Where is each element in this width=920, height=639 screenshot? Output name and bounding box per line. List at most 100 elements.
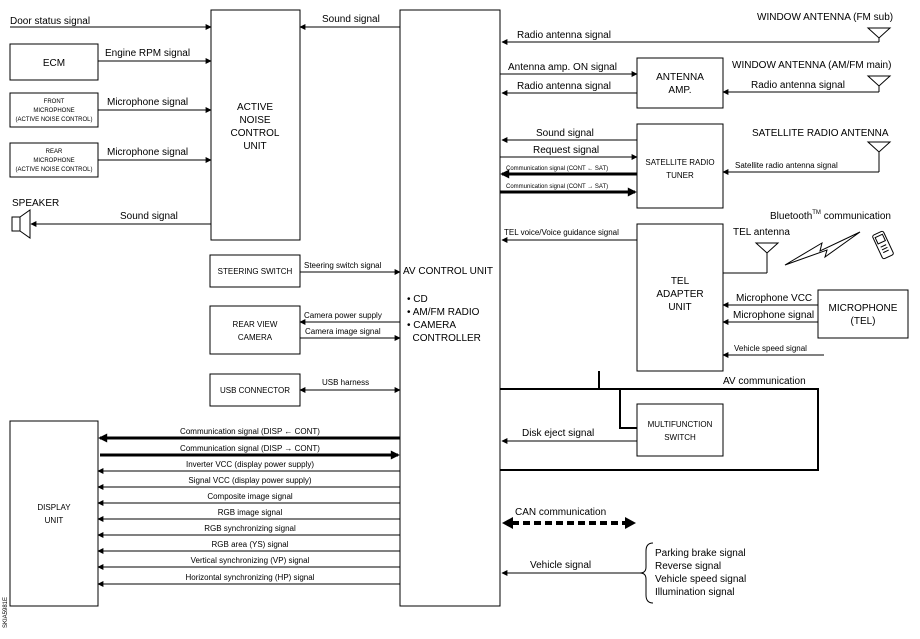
microphone-tel-block: MICROPHONE (TEL) xyxy=(817,289,909,339)
front-mic-line-2: MICROPHONE xyxy=(33,108,74,114)
steering-switch-signal: Steering switch signal xyxy=(300,261,401,275)
window-antenna-fm-sub: WINDOW ANTENNA (FM sub) Radio antenna si… xyxy=(501,12,893,45)
tel-adapter-line-2: ADAPTER xyxy=(656,289,703,300)
disk-eject-label: Disk eject signal xyxy=(522,428,594,439)
disp-rgb-area: RGB area (YS) signal xyxy=(97,540,400,554)
radio-antenna-fm-sub-label: Radio antenna signal xyxy=(517,30,611,41)
speaker-block: SPEAKER xyxy=(11,198,59,239)
tel-adapter-line-1: TEL xyxy=(671,276,690,287)
multifunction-switch-block: MULTIFUNCTION SWITCH xyxy=(636,403,724,457)
radio-antenna-amp-out-label: Radio antenna signal xyxy=(517,81,611,92)
rear-mic-line-1: REAR xyxy=(46,149,63,155)
antenna-amp-line-1: ANTENNA xyxy=(656,72,704,83)
av-communication-label: AV communication xyxy=(723,376,806,387)
rear-microphone-block: REAR MICROPHONE (ACTIVE NOISE CONTROL) xyxy=(9,142,99,178)
cellphone-icon xyxy=(872,230,894,260)
disp-signal-6-label: RGB synchronizing signal xyxy=(204,524,296,533)
front-mic-line-1: FRONT xyxy=(44,99,65,105)
speaker-sound-signal: Sound signal xyxy=(30,211,211,227)
engine-rpm-signal: Engine RPM signal xyxy=(98,48,212,64)
tel-antenna-label: TEL antenna xyxy=(733,227,790,238)
bluetooth-label: BluetoothTM communication xyxy=(770,210,891,222)
anc-line-2: NOISE xyxy=(239,115,270,126)
tel-antenna: TEL antenna xyxy=(723,227,790,274)
figure-id: SKIA5981E xyxy=(3,597,9,628)
tel-antenna-icon xyxy=(754,242,780,254)
steering-switch-signal-label: Steering switch signal xyxy=(304,261,382,270)
tel-adapter-line-3: UNIT xyxy=(668,302,691,313)
disp-inverter-vcc: Inverter VCC (display power supply) xyxy=(97,460,400,474)
satellite-radio-tuner-block: SATELLITE RADIO TUNER xyxy=(636,123,724,209)
disp-rgb-sync: RGB synchronizing signal xyxy=(97,524,400,538)
sat-tuner-line-2: TUNER xyxy=(666,171,694,180)
door-status-signal: Door status signal xyxy=(10,16,212,30)
antenna-amp-line-2: AMP. xyxy=(668,85,691,96)
sat-antenna-signal-label: Satellite radio antenna signal xyxy=(735,161,838,170)
speaker-sound-label: Sound signal xyxy=(120,211,178,222)
steering-switch-label: STEERING SWITCH xyxy=(218,267,293,276)
usb-harness-label: USB harness xyxy=(322,378,369,387)
disp-signal-vcc: Signal VCC (display power supply) xyxy=(97,476,400,490)
disp-comm-from-cont: Communication signal (DISP ← CONT) xyxy=(98,427,400,443)
ecm-label: ECM xyxy=(43,58,65,69)
camera-image-label: Camera image signal xyxy=(305,327,381,336)
can-communication-label: CAN communication xyxy=(515,507,606,518)
anc-line-3: CONTROL xyxy=(231,128,280,139)
rear-mic-line-2: MICROPHONE xyxy=(33,158,74,164)
sat-comm-to-cont-label: Communication signal (CONT ← SAT) xyxy=(506,166,608,172)
display-line-1: DISPLAY xyxy=(37,503,71,512)
disp-comm-to-cont: Communication signal (DISP → CONT) xyxy=(100,444,400,460)
av-feature-3: • CAMERA xyxy=(407,320,456,331)
rear-mic-signal: Microphone signal xyxy=(98,147,212,163)
sat-request-label: Request signal xyxy=(533,145,599,156)
tel-voice-label: TEL voice/Voice guidance signal xyxy=(504,228,619,237)
usb-connector-label: USB CONNECTOR xyxy=(220,386,290,395)
window-antenna-am-fm-main: WINDOW ANTENNA (AM/FM main) Radio antenn… xyxy=(722,60,891,95)
av-control-unit-label: AV CONTROL UNIT xyxy=(403,266,493,277)
sat-comm-to-sat-label: Communication signal (CONT → SAT) xyxy=(506,184,608,190)
anc-line-4: UNIT xyxy=(243,141,266,152)
antenna-amp-block: ANTENNA AMP. xyxy=(636,57,724,109)
av-feature-2: • AM/FM RADIO xyxy=(407,307,480,318)
steering-switch-block: STEERING SWITCH xyxy=(209,254,301,288)
bluetooth-tm: TM xyxy=(812,210,821,216)
vehicle-signal-label: Vehicle signal xyxy=(530,560,591,571)
parking-brake-label: Parking brake signal xyxy=(655,548,746,559)
engine-rpm-label: Engine RPM signal xyxy=(105,48,190,59)
illumination-label: Illumination signal xyxy=(655,587,735,598)
anc-line-1: ACTIVE xyxy=(237,102,273,113)
usb-connector-block: USB CONNECTOR xyxy=(209,373,301,407)
front-mic-signal: Microphone signal xyxy=(98,97,212,113)
camera-image-signal: Camera image signal xyxy=(300,327,401,341)
sat-tuner-line-1: SATELLITE RADIO xyxy=(645,158,714,167)
disp-rgb-image: RGB image signal xyxy=(97,508,400,522)
tel-adapter-unit-block: TEL ADAPTER UNIT xyxy=(636,223,724,372)
rear-mic-signal-label: Microphone signal xyxy=(107,147,188,158)
av-communication-bus: AV communication xyxy=(500,371,819,471)
speaker-label: SPEAKER xyxy=(12,198,59,209)
disp-horizontal-sync: Horizontal synchronizing (HP) signal xyxy=(97,573,400,587)
anc-sound-signal: Sound signal xyxy=(299,14,400,30)
lightning-icon xyxy=(784,231,861,266)
av-feature-4: CONTROLLER xyxy=(407,333,481,344)
mic-vcc-label: Microphone VCC xyxy=(736,293,812,304)
bluetooth-suffix: communication xyxy=(821,211,891,222)
disp-signal-3-label: Signal VCC (display power supply) xyxy=(188,476,312,485)
rear-mic-line-3: (ACTIVE NOISE CONTROL) xyxy=(15,167,92,173)
front-mic-signal-label: Microphone signal xyxy=(107,97,188,108)
usb-harness-signal: USB harness xyxy=(299,378,401,393)
active-noise-control-unit: ACTIVE NOISE CONTROL UNIT xyxy=(210,9,301,241)
speaker-icon xyxy=(19,209,31,239)
vehicle-speed-tel-label: Vehicle speed signal xyxy=(734,344,807,353)
satellite-antenna-label: SATELLITE RADIO ANTENNA xyxy=(752,128,889,139)
av-feature-1: • CD xyxy=(407,294,428,305)
disp-signal-0-label: Communication signal (DISP ← CONT) xyxy=(180,427,320,436)
multifunction-line-2: SWITCH xyxy=(664,433,696,442)
disp-vertical-sync: Vertical synchronizing (VP) signal xyxy=(97,556,400,570)
rear-view-camera-block: REAR VIEW CAMERA xyxy=(209,305,301,355)
disp-signal-1-label: Communication signal (DISP → CONT) xyxy=(180,444,320,453)
display-unit-block: DISPLAY UNIT xyxy=(9,420,99,607)
mic-tel-line-1: MICROPHONE xyxy=(829,303,898,314)
disp-composite-image: Composite image signal xyxy=(97,492,400,506)
